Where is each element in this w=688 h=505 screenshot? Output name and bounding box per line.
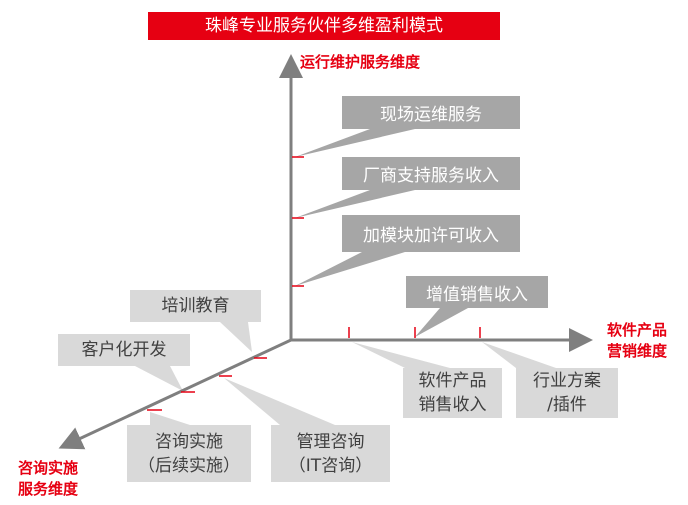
box-software-sales: 软件产品 销售收入 <box>403 368 502 418</box>
pointer-module <box>295 252 405 286</box>
box-industry-solution: 行业方案 /插件 <box>516 368 618 418</box>
label-line: 服务维度 <box>18 480 79 498</box>
box-consulting: 咨询实施 （后续实施） <box>127 425 251 482</box>
box-line: 管理咨询 <box>296 431 365 452</box>
box-vendor-support: 厂商支持服务收入 <box>342 157 520 190</box>
pointer-software <box>352 342 450 368</box>
pointer-management <box>224 378 335 425</box>
box-training: 培训教育 <box>130 290 261 322</box>
vertical-axis-label: 运行维护服务维度 <box>300 53 421 71</box>
pointer-training <box>220 322 252 352</box>
label-line: 软件产品 <box>607 321 668 339</box>
pointer-custom <box>135 366 183 391</box>
diagram-title: 珠峰专业服务伙伴多维盈利模式 <box>148 12 500 40</box>
box-management-consulting: 管理咨询 （IT咨询） <box>271 425 390 482</box>
box-line: 咨询实施 <box>155 431 223 452</box>
box-custom-dev: 客户化开发 <box>58 334 190 366</box>
horizontal-axis-label: 软件产品 营销维度 <box>607 320 667 362</box>
diagonal-axis-label: 咨询实施 服务维度 <box>18 458 78 500</box>
box-line: 软件产品 <box>418 371 487 391</box>
box-value-added-sales: 增值销售收入 <box>406 276 548 308</box>
label-line: 咨询实施 <box>18 459 79 477</box>
diagonal-axis <box>58 338 292 450</box>
label-line: 营销维度 <box>607 342 668 360</box>
pointer-valueadded <box>415 308 468 337</box>
box-line: 销售收入 <box>418 395 487 415</box>
box-onsite-service: 现场运维服务 <box>342 96 520 129</box>
box-module-license: 加模块加许可收入 <box>342 215 520 252</box>
pointer-consulting <box>150 412 190 425</box>
box-line: 行业方案 <box>533 371 601 391</box>
pointer-onsite <box>295 129 415 157</box>
pointer-vendor <box>295 190 415 218</box>
box-line: /插件 <box>547 395 587 415</box>
box-line: （IT咨询） <box>288 455 373 476</box>
box-line: （后续实施） <box>138 455 240 476</box>
pointer-industry <box>482 342 556 368</box>
